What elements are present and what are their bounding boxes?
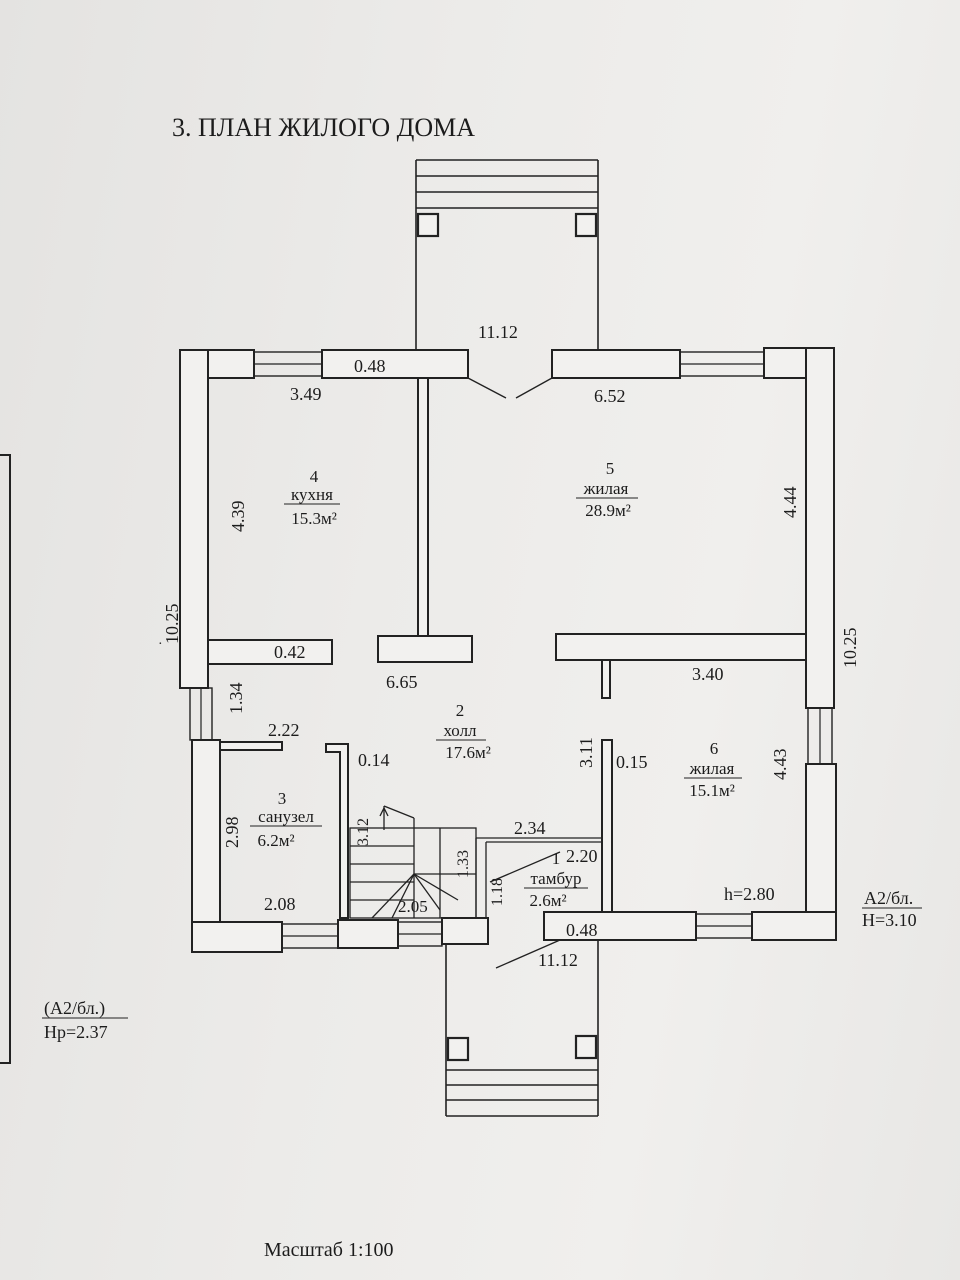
dim-vest-118: 1.18 [489, 878, 506, 906]
room-bath: 3 санузел 6.2м² [250, 789, 322, 850]
dim-living6-width: 3.40 [692, 664, 724, 684]
top-porch [415, 159, 599, 350]
dim-hall-depth: 3.11 [576, 737, 596, 768]
room-vestibule: 1 тамбур 2.6м² [524, 849, 588, 910]
room-kitchen: 4 кухня 15.3м² [284, 467, 340, 528]
main-door [467, 377, 553, 399]
vestibule-partition [475, 837, 602, 969]
svg-text:А2/бл.: А2/бл. [864, 888, 913, 908]
svg-text:Н=3.10: Н=3.10 [862, 910, 917, 930]
svg-text:Нр=2.37: Нр=2.37 [44, 1022, 108, 1042]
dim-left-overall: 10.25 [162, 604, 182, 645]
svg-text:3: 3 [278, 789, 287, 808]
level-label-left: (А2/бл.) Нр=2.37 [42, 998, 128, 1042]
svg-text:1: 1 [552, 849, 561, 868]
svg-text:санузел: санузел [258, 807, 314, 826]
dim-bottom-wall: 0.48 [566, 920, 598, 940]
dim-kitchen-width: 3.49 [290, 384, 322, 404]
interior-walls [207, 377, 807, 919]
bottom-porch [445, 940, 599, 1117]
dim-living6-depth: 4.43 [770, 749, 790, 781]
dim-vest-width: 2.34 [514, 818, 546, 838]
dim-hall-gap: 1.34 [226, 683, 246, 715]
svg-text:жилая: жилая [583, 479, 629, 498]
dim-bath-width: 2.22 [268, 720, 300, 740]
svg-text:жилая: жилая [689, 759, 735, 778]
page-title: 3. ПЛАН ЖИЛОГО ДОМА [172, 113, 475, 142]
room-living6: 6 жилая 15.1м² [684, 739, 742, 800]
svg-text:4: 4 [310, 467, 319, 486]
dim-living5-depth: 4.44 [780, 487, 800, 519]
svg-text:·: · [158, 637, 163, 652]
svg-text:6: 6 [710, 739, 719, 758]
svg-text:15.1м²: 15.1м² [689, 781, 735, 800]
dim-kitchen-depth: 4.39 [228, 501, 248, 533]
svg-text:17.6м²: 17.6м² [445, 743, 491, 762]
dim-bath-bottom: 2.08 [264, 894, 296, 914]
dim-stair-width: 2.05 [398, 897, 428, 916]
dim-partition-015: 0.15 [616, 752, 648, 772]
dim-height-inner: h=2.80 [724, 884, 775, 904]
svg-text:(А2/бл.): (А2/бл.) [44, 998, 105, 1019]
dim-bath-depth: 2.98 [222, 817, 242, 849]
walls [179, 347, 837, 953]
dim-vest-depth: 2.20 [566, 846, 598, 866]
dim-partition-014: 0.14 [358, 750, 390, 770]
room-hall: 2 холл 17.6м² [436, 701, 491, 762]
room-labels: 4 кухня 15.3м² 5 жилая 28.9м² 2 холл 17.… [250, 459, 742, 910]
dimension-labels: 11.12 0.48 3.49 6.52 4.39 4.44 10.25 · 1… [158, 322, 860, 970]
adjacent-sheet-edge [0, 454, 11, 1064]
dim-hall-width: 6.65 [386, 672, 418, 692]
svg-text:15.3м²: 15.3м² [291, 509, 337, 528]
svg-text:2: 2 [456, 701, 465, 720]
scale-label: Масштаб 1:100 [264, 1239, 394, 1261]
svg-text:6.2м²: 6.2м² [257, 831, 294, 850]
dim-stair-133: 1.33 [455, 850, 472, 878]
dim-stair-len: 3.12 [355, 818, 372, 846]
dim-inner-wall-left: 0.42 [274, 642, 306, 662]
level-label-right: А2/бл. Н=3.10 [862, 888, 922, 930]
room-living5: 5 жилая 28.9м² [576, 459, 638, 520]
dim-top-wall: 0.48 [354, 356, 386, 376]
dim-right-overall: 10.25 [840, 628, 860, 669]
svg-text:тамбур: тамбур [531, 869, 582, 888]
svg-text:28.9м²: 28.9м² [585, 501, 631, 520]
dim-top-overall: 11.12 [478, 322, 518, 342]
svg-text:холл: холл [443, 721, 477, 740]
svg-text:2.6м²: 2.6м² [529, 891, 566, 910]
svg-text:кухня: кухня [291, 485, 333, 504]
dim-living5-width: 6.52 [594, 386, 626, 406]
svg-text:5: 5 [606, 459, 615, 478]
dim-bottom-overall: 11.12 [538, 950, 578, 970]
